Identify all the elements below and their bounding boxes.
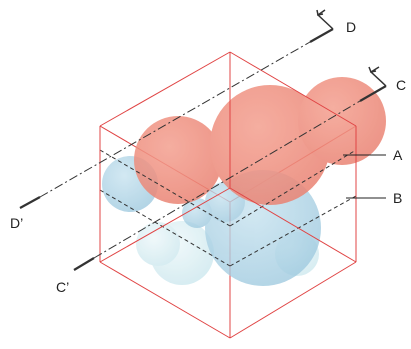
section-d-arrow-icon (316, 9, 334, 30)
label-d-prime: D’ (10, 215, 23, 231)
cube-edge (229, 261, 357, 339)
label-a: A (393, 147, 403, 163)
label-d: D (346, 19, 356, 35)
red-spheres (134, 77, 386, 205)
label-c: C (396, 77, 406, 93)
section-c-arrowhead-icon (368, 66, 377, 73)
blue-sphere (182, 198, 212, 228)
section-line-d (19, 9, 334, 209)
section-c-dashdot (93, 100, 361, 259)
cube-front-edges (99, 51, 357, 339)
red-sphere (298, 77, 386, 165)
cube-edge (229, 187, 357, 263)
leader-lines (343, 154, 386, 199)
cube-edge (229, 51, 357, 127)
cube-edge (99, 187, 231, 263)
plane-a-dashed-line (229, 149, 357, 227)
label-c-prime: C’ (56, 279, 69, 295)
section-dashed-lines (99, 149, 357, 267)
section-d-start-thick (19, 196, 41, 209)
cube-edge (99, 261, 231, 339)
label-b: B (393, 190, 402, 206)
pale-sphere (136, 222, 180, 266)
section-d-end-thick (309, 28, 334, 43)
section-d-arrowhead-icon (316, 9, 324, 16)
section-c-arrow-icon (369, 66, 387, 87)
plane-b-dashed-line (229, 195, 357, 267)
red-sphere (134, 116, 222, 204)
section-line-c (73, 66, 387, 271)
section-c-start-thick (73, 257, 95, 271)
blue-spheres (102, 156, 321, 286)
section-d-dashdot (39, 41, 311, 198)
section-c-end-thick (359, 85, 387, 102)
cube-edge (99, 51, 231, 127)
